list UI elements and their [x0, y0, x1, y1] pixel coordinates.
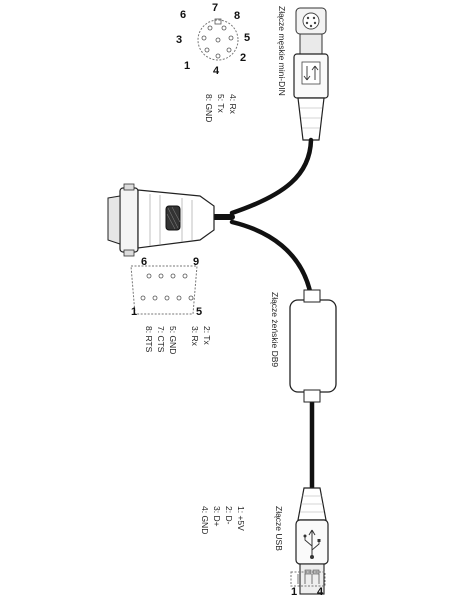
mini-din-pin-item: 8: GND: [204, 94, 214, 123]
mini-din-pin-number: 2: [240, 52, 247, 64]
db9-pin-item: 2: Tx: [202, 326, 212, 345]
db9-connector: [107, 183, 215, 257]
mini-din-pin-item: 5: Tx: [216, 94, 226, 113]
db9-pin-number: 5: [196, 306, 203, 318]
cables: [211, 137, 315, 491]
converter-box: [289, 289, 337, 403]
usb-pin-item: 1: +5V: [236, 506, 246, 531]
usb-pin-item: 2: D-: [224, 506, 234, 525]
usb-connector: [295, 487, 329, 595]
db9-pin-number: 1: [131, 306, 138, 318]
db9-pin-number: 9: [193, 256, 200, 268]
mini-din-pinout: [197, 18, 239, 61]
mini-din-pin-number: 3: [176, 34, 183, 46]
mini-din-pin-number: 8: [234, 10, 241, 22]
db9-pin-item: 8: RTS: [144, 326, 154, 353]
db9-pinout: [130, 265, 198, 315]
mini-din-pin-item: 4: Rx: [228, 94, 238, 114]
mini-din-pin-number: 6: [180, 9, 187, 21]
usb-pin-item: 3: D+: [212, 506, 222, 527]
db9-pin-number: 6: [141, 256, 148, 268]
mini-din-pin-number: 7: [212, 2, 219, 14]
db9-caption: Złącze żeńskie DB9: [270, 292, 280, 368]
usb-pin-item: 4: GND: [200, 506, 210, 535]
usb-pinout: [290, 571, 326, 587]
db9-pin-item: 5: GND: [168, 326, 178, 355]
db9-pin-item: 7: CTS: [156, 326, 166, 353]
mini-din-connector: [293, 7, 329, 141]
usb-pin-number: 1: [291, 586, 298, 598]
mini-din-pin-number: 1: [184, 60, 191, 72]
mini-din-caption: Złącze męskie mini-DIN: [277, 6, 287, 96]
mini-din-pin-number: 5: [244, 32, 251, 44]
db9-pin-item: 3: Rx: [190, 326, 200, 346]
usb-pin-number: 4: [317, 586, 324, 598]
usb-caption: Złącze USB: [274, 506, 284, 551]
mini-din-pin-number: 4: [213, 65, 220, 77]
